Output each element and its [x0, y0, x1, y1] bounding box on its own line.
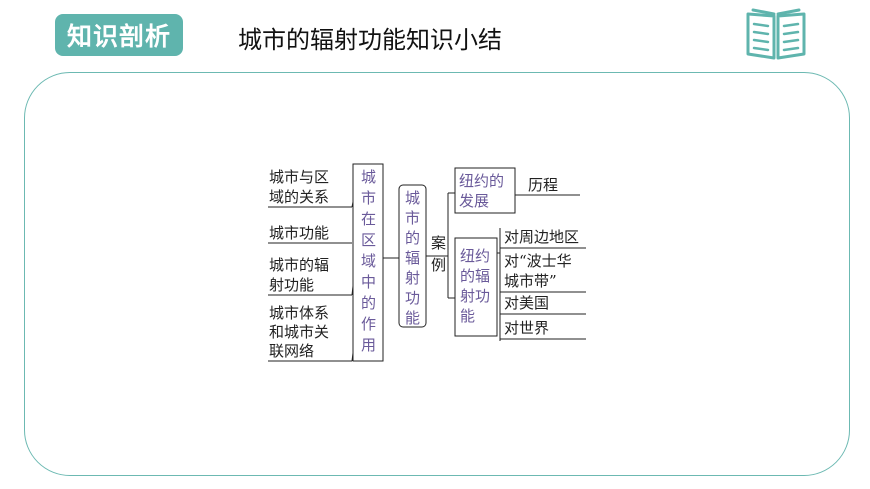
rad-item-3: 对美国 [504, 294, 549, 312]
case-label: 案 例 [431, 234, 446, 274]
left-item-1-line-1: 城市与区 [269, 168, 329, 186]
svg-text:作: 作 [361, 315, 376, 333]
left-item-2-line-1: 城市功能 [269, 224, 329, 242]
dev-box [454, 167, 516, 214]
dev-box-text: 纽约的 发展 [459, 172, 504, 210]
svg-text:市: 市 [361, 189, 376, 207]
svg-text:区: 区 [361, 231, 376, 249]
left-item-4-line-1: 城市体系 [269, 304, 329, 322]
left-item-2: 城市功能 [269, 224, 329, 242]
left-item-3-line-2: 射功能 [269, 276, 314, 294]
svg-text:域: 域 [361, 252, 376, 270]
left-item-1: 城市与区 域的关系 [269, 168, 329, 206]
svg-text:功: 功 [405, 289, 420, 307]
concept-diagram: 城市与区 域的关系 城市功能 城市的辐 射功能 城市体系 和城市关 联网络 城 … [262, 158, 596, 366]
section-badge: 知识剖析 [55, 14, 183, 56]
rad-item-2-line-1: 对“波士华 [504, 252, 572, 270]
left-item-3-line-1: 城市的辐 [269, 256, 329, 274]
svg-text:城: 城 [405, 189, 420, 207]
svg-text:纽约的: 纽约的 [459, 172, 504, 190]
rad-item-1: 对周边地区 [504, 228, 579, 246]
rad-item-2-line-2: 城市带” [504, 272, 557, 290]
svg-text:中: 中 [361, 273, 376, 291]
svg-text:射功: 射功 [460, 287, 490, 305]
svg-text:纽约: 纽约 [460, 247, 490, 265]
svg-text:的: 的 [405, 229, 420, 247]
rad-box-text: 纽约 的辐 射功 能 [460, 247, 490, 325]
page-title: 城市的辐射功能知识小结 [238, 26, 502, 54]
middle-box-text: 城 市 在 区 域 中 的 作 用 [361, 168, 376, 354]
open-book-icon [746, 8, 806, 60]
svg-text:市: 市 [405, 209, 420, 227]
left-item-4: 城市体系 和城市关 联网络 [269, 304, 329, 360]
svg-text:能: 能 [405, 309, 420, 327]
case-bracket [426, 192, 455, 299]
middle-box [352, 163, 384, 362]
svg-text:能: 能 [460, 307, 475, 325]
svg-text:射: 射 [405, 269, 420, 287]
left-item-4-line-3: 联网络 [269, 342, 314, 360]
rad-box [454, 237, 498, 337]
svg-text:案: 案 [431, 234, 446, 252]
svg-text:的辐: 的辐 [460, 267, 490, 285]
svg-text:辐: 辐 [405, 249, 420, 267]
svg-text:例: 例 [431, 256, 446, 274]
svg-text:的: 的 [361, 294, 376, 312]
svg-text:城: 城 [361, 168, 376, 186]
center-box-text: 城 市 的 辐 射 功 能 [405, 189, 420, 327]
left-item-4-line-2: 和城市关 [269, 323, 329, 341]
rad-item-4: 对世界 [504, 319, 549, 337]
left-item-1-line-2: 域的关系 [269, 188, 329, 206]
svg-text:在: 在 [361, 210, 376, 228]
rad-items: 对周边地区 对“波士华 城市带” 对美国 对世界 [497, 228, 586, 341]
svg-text:用: 用 [361, 336, 376, 354]
left-item-3: 城市的辐 射功能 [269, 256, 329, 294]
dev-item: 历程 [528, 176, 558, 194]
svg-text:发展: 发展 [459, 192, 489, 210]
